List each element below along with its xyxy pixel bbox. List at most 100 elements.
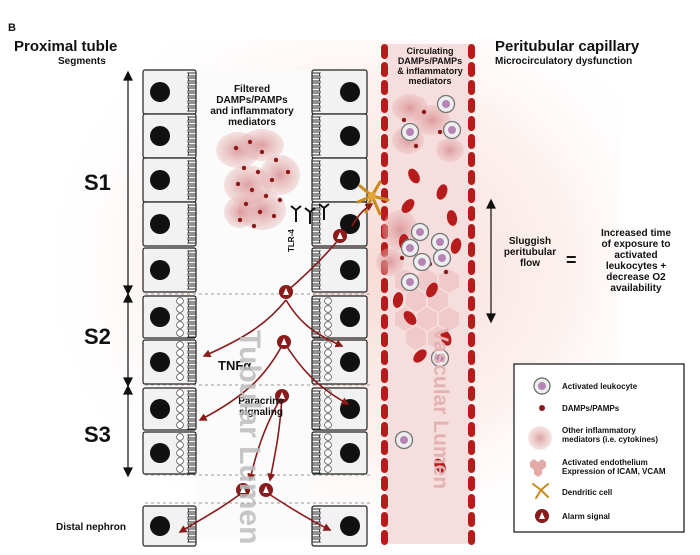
- leukocyte-nucleus: [436, 238, 444, 246]
- circulating-line-2: DAMPs/PAMPs: [397, 56, 463, 66]
- leukocyte-nucleus: [406, 278, 414, 286]
- red-blood-cell: [413, 349, 427, 363]
- right-wall-segment: [468, 332, 475, 347]
- right-vacuole: [324, 405, 332, 413]
- right-wall-segment: [468, 350, 475, 365]
- right-wall-segment: [468, 206, 475, 221]
- right-wall-segment: [468, 116, 475, 131]
- circulating-damp-dot: [437, 129, 443, 135]
- filtered-damp-dots: [233, 139, 291, 229]
- circulating-damp-dot: [421, 109, 427, 115]
- left-vacuole: [176, 449, 184, 457]
- circulating-damp-dot: [413, 143, 419, 149]
- legend-dendritic-text: Dendritic cell: [562, 488, 613, 497]
- right-wall-segment: [468, 512, 475, 527]
- right-vacuole: [324, 433, 332, 441]
- left-wall-segment: [381, 98, 388, 113]
- leukocyte-nucleus: [406, 244, 414, 252]
- leukocyte-nucleus: [406, 128, 414, 136]
- segment-arrows: [123, 70, 133, 478]
- right-vacuole: [324, 313, 332, 321]
- left-vacuole: [176, 441, 184, 449]
- tlr4-label: TLR-4: [287, 229, 296, 252]
- right-nucleus: [340, 260, 360, 280]
- left-wall-segment: [381, 422, 388, 437]
- left-vacuole: [176, 373, 184, 381]
- left-vacuole: [176, 297, 184, 305]
- alarm-signal-glyph: [240, 486, 246, 493]
- leukocyte-nucleus: [400, 436, 408, 444]
- segment-s1-label: S1: [84, 170, 111, 195]
- right-nucleus: [340, 307, 360, 327]
- damp-dot: [259, 149, 265, 155]
- left-vacuole: [176, 341, 184, 349]
- left-brush-border: [186, 508, 196, 543]
- leukocyte-nucleus: [448, 126, 456, 134]
- left-nucleus: [150, 170, 170, 190]
- alarm-signal-glyph: [263, 486, 269, 493]
- left-nucleus: [150, 352, 170, 372]
- left-nucleus: [150, 126, 170, 146]
- red-blood-cell: [434, 458, 446, 474]
- left-wall-segment: [381, 170, 388, 185]
- damp-dot: [255, 169, 261, 175]
- right-wall-segment: [468, 458, 475, 473]
- left-nucleus: [150, 516, 170, 536]
- filtered-mediators-label: Filtered DAMPs/PAMPs and inflammatory me…: [196, 84, 308, 128]
- right-vacuole: [324, 365, 332, 373]
- circulating-mediators-label: Circulating DAMPs/PAMPs & inflammatory m…: [386, 46, 474, 86]
- right-nucleus: [340, 352, 360, 372]
- right-vacuole: [324, 349, 332, 357]
- left-wall-segment: [381, 80, 388, 95]
- alarm-signal-glyph: [283, 288, 289, 295]
- damp-dot: [269, 177, 275, 183]
- right-vacuole: [324, 357, 332, 365]
- damp-dot: [273, 157, 279, 163]
- capillary-subtitle: Microcirculatory dysfunction: [495, 56, 633, 67]
- circulating-damp-dot: [443, 269, 449, 275]
- damp-dot: [277, 197, 283, 203]
- left-vacuole: [176, 465, 184, 473]
- damp-dot: [241, 165, 247, 171]
- left-wall-segment: [381, 386, 388, 401]
- right-brush-border: [312, 434, 322, 474]
- right-wall-segment: [468, 80, 475, 95]
- leukocyte-nucleus: [442, 100, 450, 108]
- damp-dot: [257, 209, 263, 215]
- left-epithelial-cells: [142, 69, 197, 547]
- left-vacuole: [176, 433, 184, 441]
- paracrine-line-1: Paracrine: [238, 396, 284, 407]
- right-nucleus: [340, 443, 360, 463]
- left-vacuole: [176, 321, 184, 329]
- right-wall-segment: [468, 476, 475, 491]
- legend-endothelium-line-2: Expression of ICAM, VCAM: [562, 467, 666, 476]
- paracrine-line-2: signaling: [239, 407, 283, 418]
- tlr-receptors: [290, 203, 330, 224]
- right-wall-segment: [468, 224, 475, 239]
- left-wall-segment: [381, 458, 388, 473]
- damp-dot: [237, 217, 243, 223]
- left-brush-border: [186, 204, 196, 244]
- right-epithelial-cells: [311, 69, 368, 547]
- vascular-lumen-label: Vascular Lumen: [429, 328, 452, 490]
- left-nucleus: [150, 214, 170, 234]
- left-wall-segment: [381, 134, 388, 149]
- left-wall-segment: [381, 62, 388, 77]
- damp-dot: [233, 145, 239, 151]
- right-wall-segment: [468, 422, 475, 437]
- right-vacuole: [324, 329, 332, 337]
- left-wall-segment: [381, 152, 388, 167]
- left-wall-segment: [381, 368, 388, 383]
- damp-dot: [285, 169, 291, 175]
- left-wall-segment: [381, 350, 388, 365]
- left-brush-border: [186, 298, 196, 338]
- outcome-line-2: of exposure to: [601, 239, 671, 250]
- tnf-alpha-label: TNFα: [218, 358, 252, 373]
- right-vacuole: [324, 397, 332, 405]
- left-brush-border: [186, 72, 196, 112]
- red-blood-cell: [392, 292, 404, 308]
- sluggish-flow-arrow: [486, 198, 496, 324]
- left-wall-segment: [381, 476, 388, 491]
